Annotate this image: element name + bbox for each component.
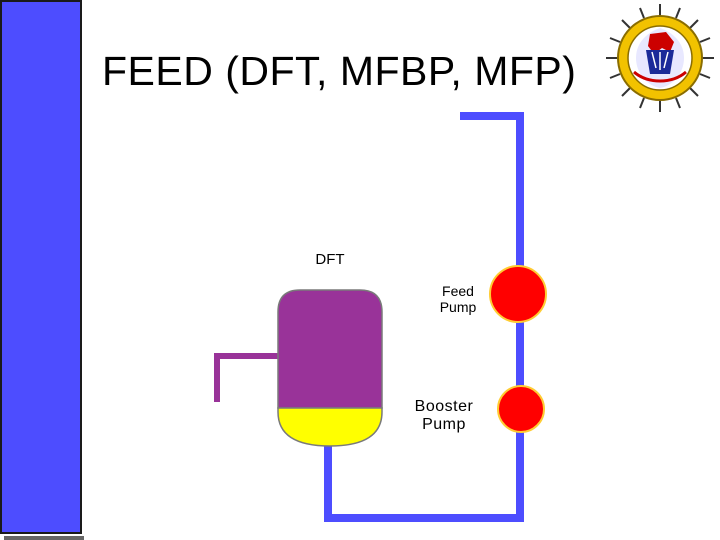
feed-pump-label: Feed Pump bbox=[439, 283, 477, 316]
vent-pipe bbox=[214, 353, 278, 402]
seal-rays bbox=[606, 4, 714, 112]
discharge-pipe bbox=[324, 112, 524, 522]
booster-pump-label: Booster Pump bbox=[414, 398, 474, 434]
dft-label: DFT bbox=[315, 251, 345, 268]
dft-tank bbox=[277, 289, 383, 409]
feed-pump bbox=[489, 265, 547, 323]
side-bar bbox=[0, 0, 82, 534]
side-bar-shadow bbox=[4, 536, 84, 540]
slide-title: FEED (DFT, MFBP, MFP) bbox=[102, 48, 577, 94]
dft-water-level bbox=[277, 407, 383, 447]
naval-seal-icon bbox=[606, 4, 714, 112]
booster-pump bbox=[497, 385, 545, 433]
